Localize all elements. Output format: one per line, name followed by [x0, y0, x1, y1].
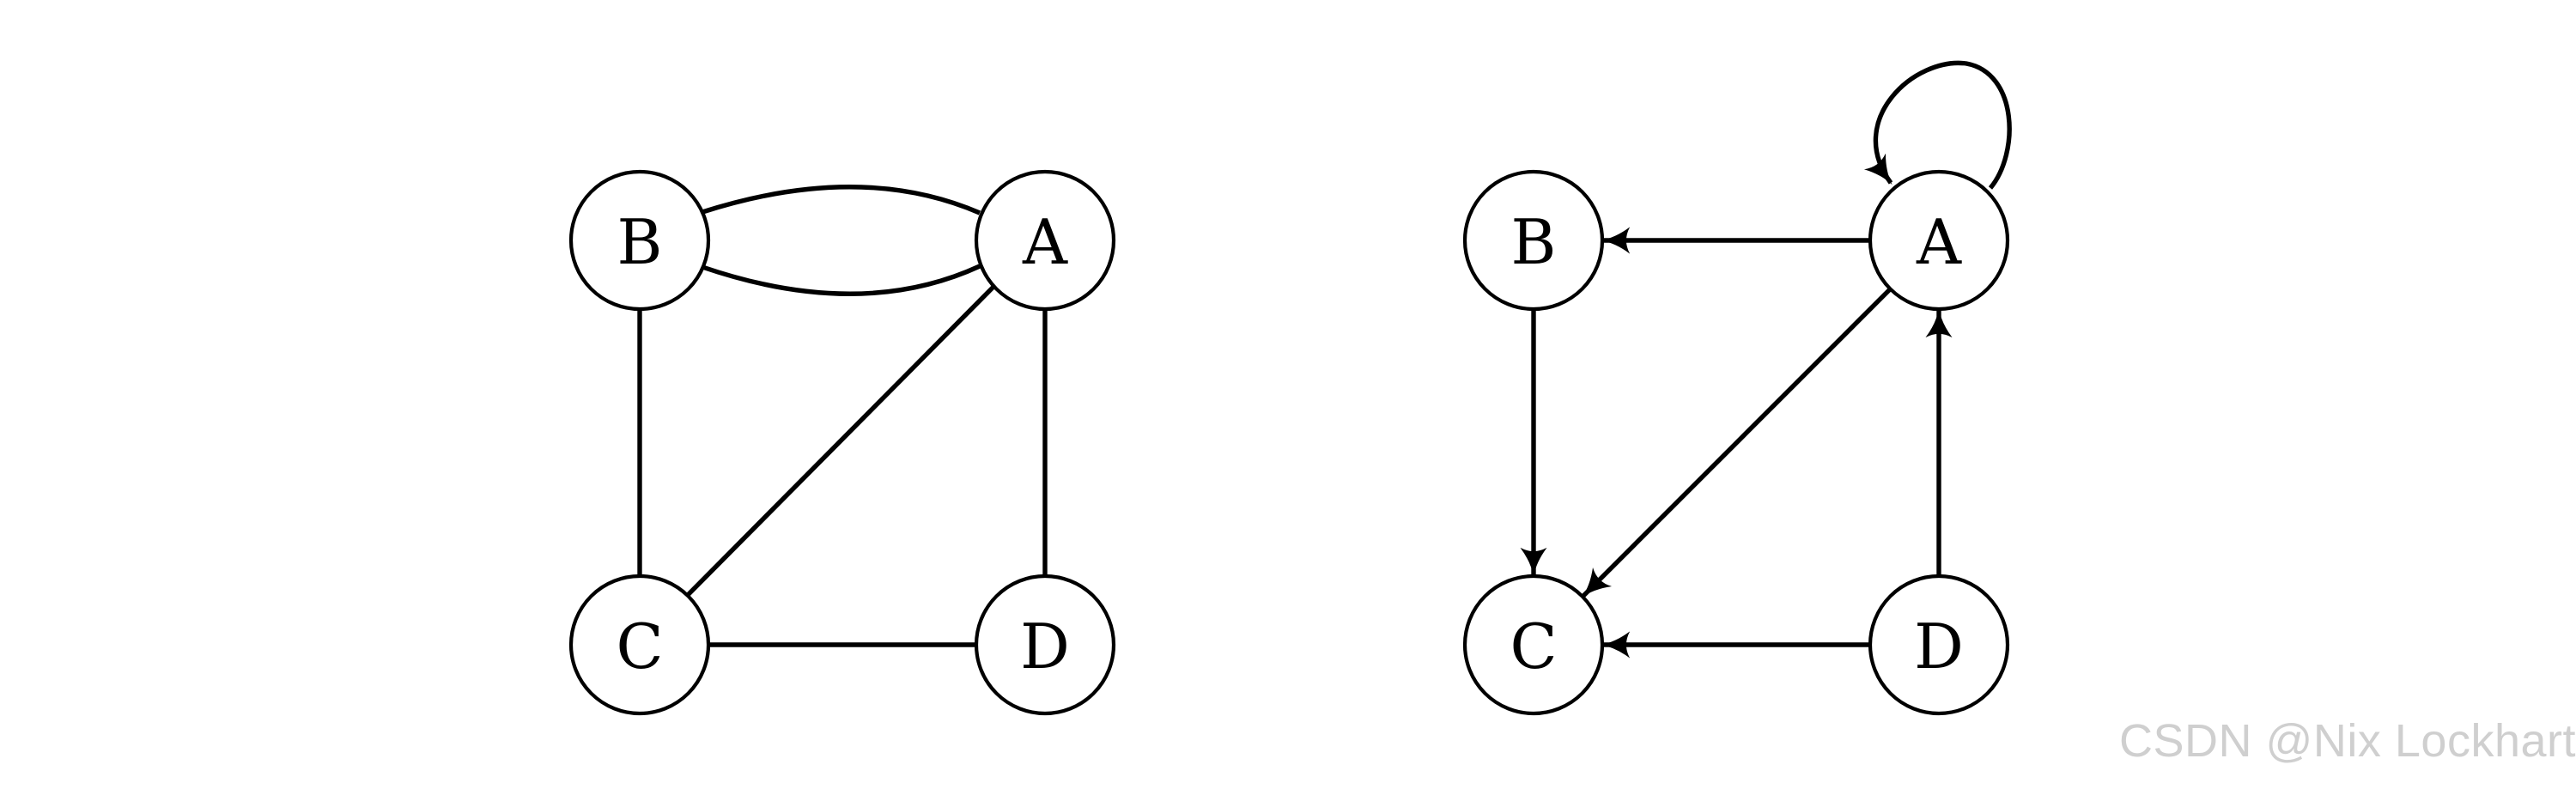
edge-b-a-lower — [702, 264, 981, 296]
node-label-b: B — [617, 206, 663, 278]
undirected-graph: B A C D — [568, 169, 1116, 716]
node-label-a: A — [1022, 206, 1068, 278]
node-d: D — [974, 574, 1116, 716]
node-label-d: D — [1914, 610, 1964, 683]
directed-graph: B A C D — [1462, 60, 2012, 716]
node-label-a: A — [1916, 206, 1962, 278]
node-label-d: D — [1020, 610, 1070, 683]
edge-b-a-upper — [702, 185, 981, 215]
node-label-b: B — [1511, 206, 1557, 278]
node-label-c: C — [1510, 610, 1557, 683]
node-b: B — [1462, 169, 1605, 312]
edge-a-c — [685, 284, 996, 598]
node-d: D — [1868, 574, 2010, 716]
node-a: A — [1868, 169, 2010, 312]
edge-a-c — [1581, 288, 1892, 598]
node-c: C — [1462, 574, 1605, 716]
edge-a-a-loop — [1863, 60, 2012, 190]
watermark: CSDN @Nix Lockhart — [2119, 715, 2576, 767]
node-b: B — [568, 169, 711, 312]
node-label-c: C — [616, 610, 663, 683]
node-c: C — [568, 574, 711, 716]
node-a: A — [974, 169, 1116, 312]
